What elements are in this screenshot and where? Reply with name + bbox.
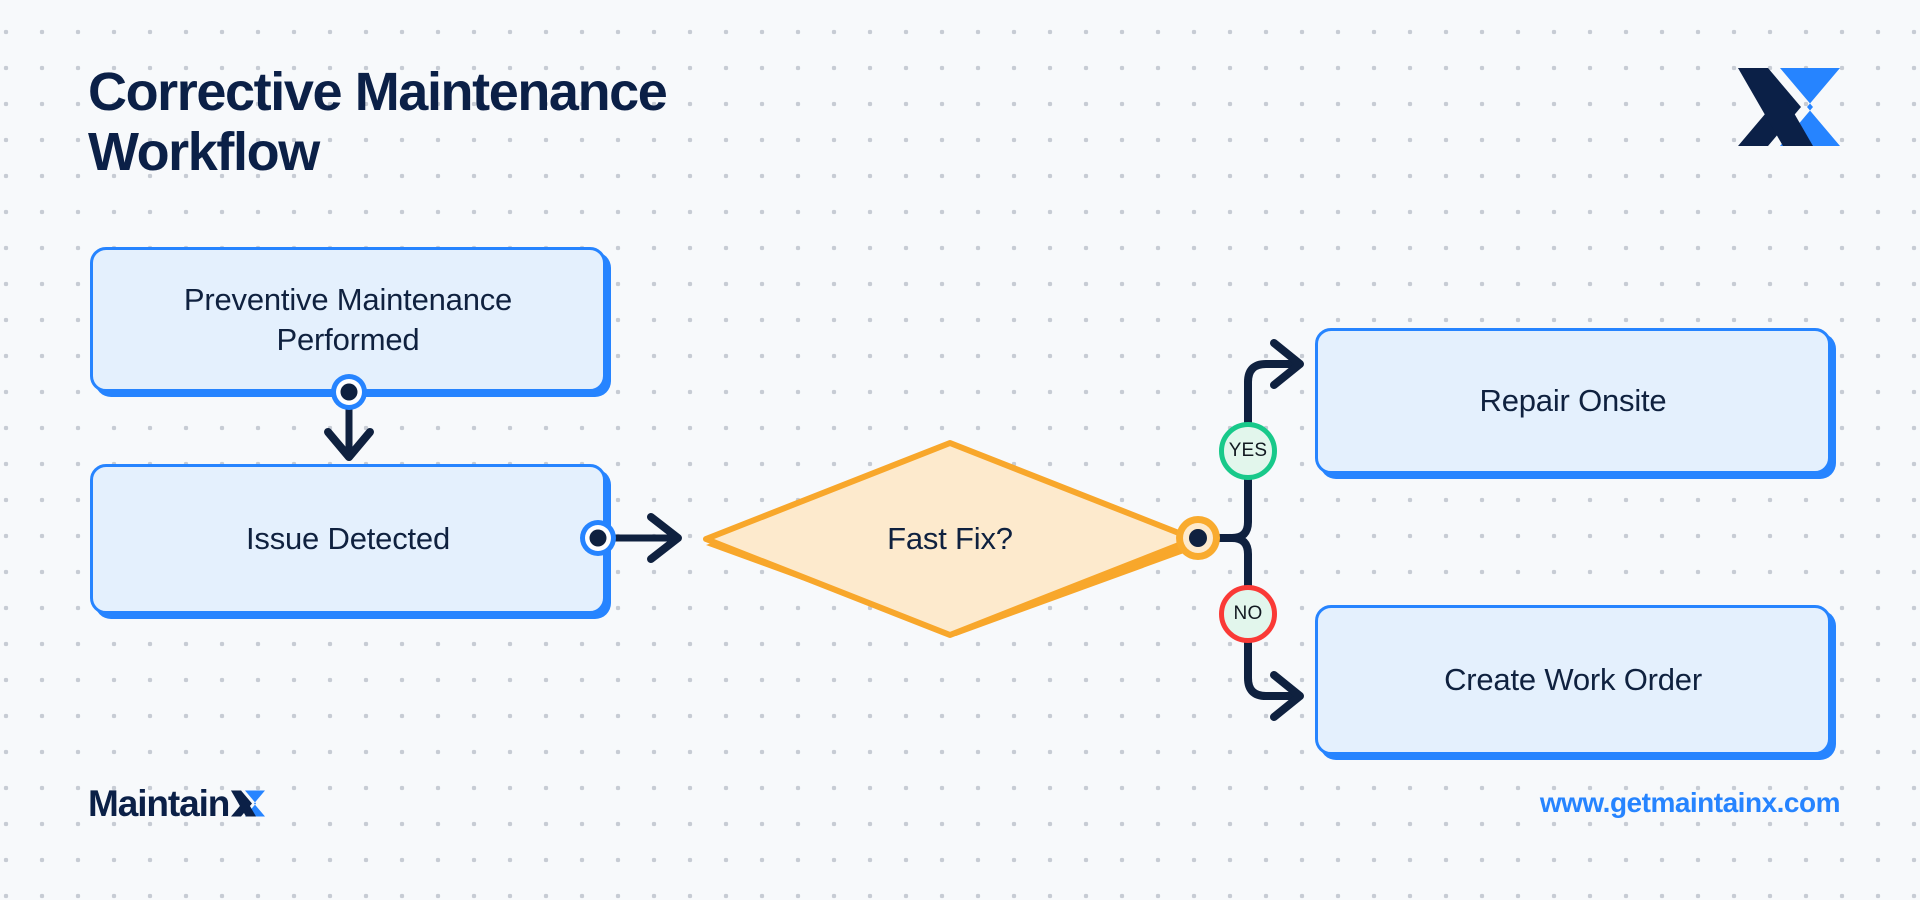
website-url[interactable]: www.getmaintainx.com <box>1539 787 1841 818</box>
badge-no[interactable]: NO <box>1219 585 1277 643</box>
edge-no-to-work-order <box>1244 639 1304 721</box>
badge-yes[interactable]: YES <box>1219 422 1277 480</box>
edge-issue-to-decision <box>598 513 682 563</box>
node-create-work-order[interactable]: Create Work Order <box>1315 605 1831 755</box>
node-fast-fix-decision[interactable]: Fast Fix? <box>694 438 1206 640</box>
edge-pm-to-issue <box>324 392 374 461</box>
node-preventive-maintenance[interactable]: Preventive Maintenance Performed <box>90 247 606 392</box>
page-title: Corrective Maintenance Workflow <box>88 62 668 183</box>
decision-label: Fast Fix? <box>887 521 1013 556</box>
wordmark-text: Maintain <box>88 783 230 824</box>
diamond-shape-icon <box>703 440 1206 638</box>
node-repair-onsite[interactable]: Repair Onsite <box>1315 328 1831 474</box>
maintainx-wordmark: Maintain <box>88 783 266 827</box>
node-issue-detected[interactable]: Issue Detected <box>90 464 606 614</box>
maintainx-x-logo-icon <box>231 790 266 817</box>
edge-yes-to-repair <box>1244 339 1304 426</box>
maintainx-x-logo-icon <box>1738 68 1840 146</box>
